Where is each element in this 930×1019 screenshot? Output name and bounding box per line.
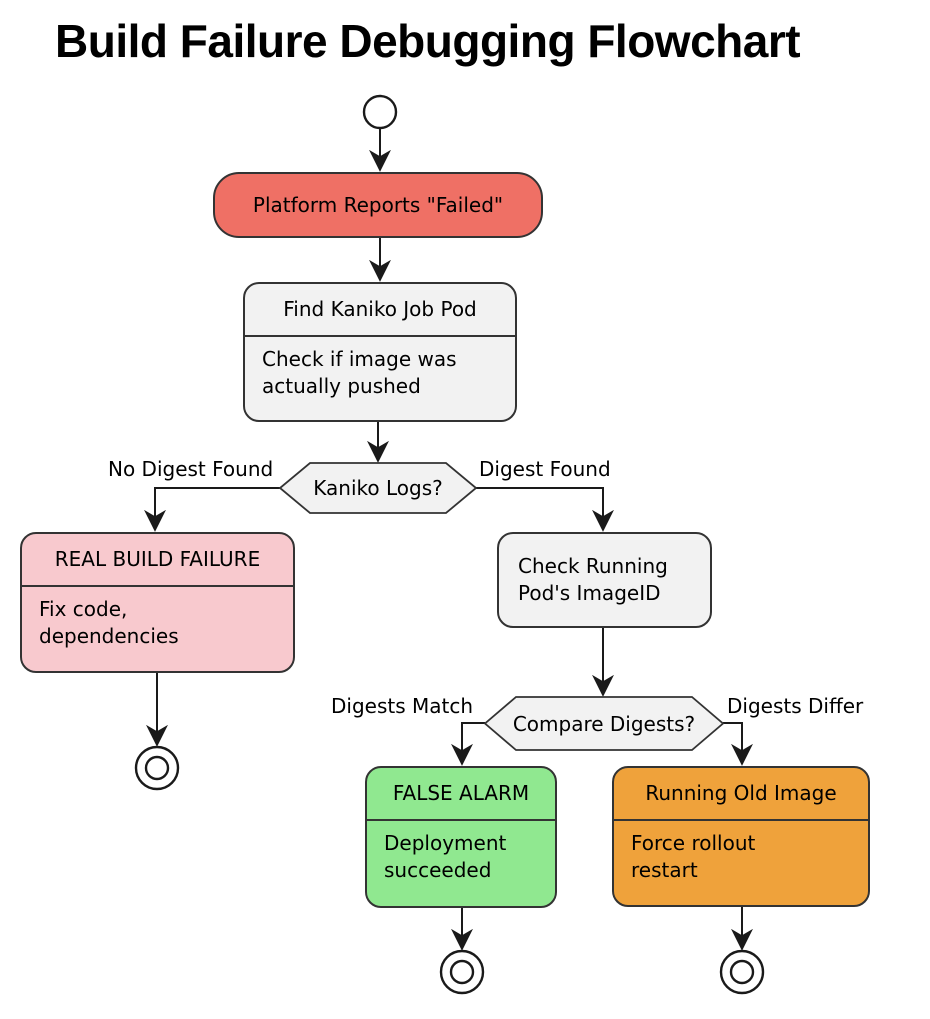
- edge-match-to-falsealarm: [451, 722, 485, 766]
- edge-digest-to-checkpod: [476, 487, 614, 532]
- edge-nodigest-to-realfailure: [144, 487, 280, 532]
- edge-label-digests-match: Digests Match: [331, 694, 474, 718]
- node-false-alarm-title: FALSE ALARM: [367, 768, 555, 821]
- node-find-kaniko-title: Find Kaniko Job Pod: [245, 284, 515, 337]
- decision-kaniko-logs-shape: [278, 462, 478, 514]
- node-false-alarm: FALSE ALARM Deployment succeeded: [365, 766, 557, 908]
- end-node-right: [719, 949, 765, 995]
- node-real-build-failure: REAL BUILD FAILURE Fix code, dependencie…: [20, 532, 295, 673]
- node-check-running-pod-label: Check Running Pod's ImageID: [518, 554, 668, 605]
- node-check-running-pod-imageid: Check Running Pod's ImageID: [497, 532, 712, 628]
- node-false-alarm-body: Deployment succeeded: [384, 831, 507, 882]
- node-platform-reports-failed: Platform Reports "Failed": [213, 172, 543, 238]
- node-running-old-image: Running Old Image Force rollout restart: [612, 766, 870, 907]
- edge-label-no-digest-found: No Digest Found: [108, 457, 274, 481]
- end-node-center: [439, 949, 485, 995]
- decision-kaniko-logs-label: Kaniko Logs?: [313, 476, 443, 500]
- edge-label-digest-found: Digest Found: [479, 457, 611, 481]
- decision-compare-digests-shape: [483, 696, 725, 751]
- edge-label-digests-differ: Digests Differ: [727, 694, 864, 718]
- edge-differ-to-oldimage: [723, 722, 753, 766]
- node-real-build-failure-title: REAL BUILD FAILURE: [22, 534, 293, 587]
- end-node-left: [134, 745, 180, 791]
- node-find-kaniko-body: Check if image was actually pushed: [262, 347, 457, 398]
- diagram-title: Build Failure Debugging Flowchart: [55, 15, 801, 67]
- start-node: [362, 94, 398, 130]
- node-running-old-image-body: Force rollout restart: [631, 831, 756, 882]
- node-platform-reports-failed-label: Platform Reports "Failed": [252, 192, 504, 217]
- node-real-build-failure-body: Fix code, dependencies: [39, 597, 179, 648]
- node-running-old-image-title: Running Old Image: [614, 768, 868, 821]
- decision-compare-digests-label: Compare Digests?: [512, 711, 696, 736]
- node-find-kaniko-job-pod: Find Kaniko Job Pod Check if image was a…: [243, 282, 517, 422]
